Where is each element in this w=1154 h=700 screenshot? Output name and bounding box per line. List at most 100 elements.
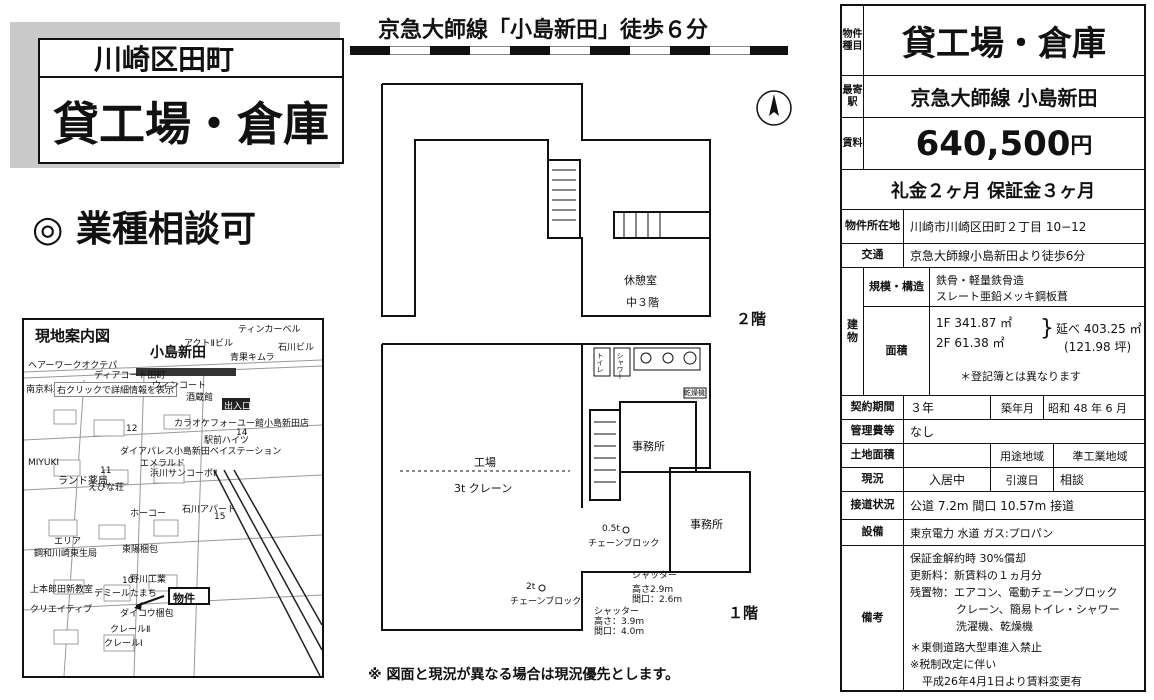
shutter-2-width: 間口：4.0m [594,627,645,637]
label-cell: 契約期間 [842,396,904,419]
map-label: デミールたまち [94,589,157,599]
map-tooltip[interactable]: 右クリックで詳細情報を表示 [54,382,178,397]
row-address: 物件所在地 川崎市川崎区田町２丁目 10−12 [842,210,1144,244]
mezzanine-label: 中３階 [626,296,659,309]
shutter-2-height: 高さ：3.9m [594,617,645,627]
chain-block-capacity: 2t [526,582,536,592]
map-label: 石川ビル [278,343,315,353]
chain-block-capacity: 0.5t [602,524,620,534]
railway-bar [350,46,788,55]
map-label: ヘアーワークオクテパ [28,361,118,371]
structure-value-2: スレート亜鉛メッキ鋼板葺 [936,290,1068,303]
map-label: 青果キムラ [230,353,275,363]
handover-label: 引渡日 [990,468,1054,491]
rent-amount: 640,500 [915,123,1071,164]
station-value: 京急大師線 小島新田 [910,86,1098,110]
label-cell: 物件所在地 [842,210,904,243]
rent-value-cell: 640,500 円 [864,118,1144,169]
contract-value: ３年 [910,401,935,415]
map-block-number: 15 [214,512,226,522]
management-value: なし [910,425,935,439]
floor-plan-drawing [381,83,751,631]
north-compass-icon [756,90,792,126]
structure-value-1: 鉄骨・軽量鉄骨造 [936,274,1024,287]
status-value: 入居中 [928,473,965,487]
label-cell: 物件種目 [842,6,864,75]
map-label: エリア [54,537,82,547]
map-label: 東陽梱包 [122,545,159,555]
map-label: カラオケフォーユー館小島新田店 [174,419,310,429]
remark-line: ＊東側道路大型車進入禁止 [910,641,1042,654]
label-cell: 現況 [842,468,904,491]
zone-label: 用途地域 [990,444,1054,467]
built-label: 築年月 [992,396,1044,419]
location-map[interactable]: 現地案内図 小島新田 ヘアーワークオクテパ ディアコート田町 南京料理 右クリッ… [22,318,324,678]
map-station-label: 小島新田 [150,345,206,361]
label-cell: 設備 [842,520,904,545]
map-label: 酒蔵館 [186,393,214,403]
factory-label: 工場 [474,456,496,469]
area-note: ＊登記簿とは異なります [960,370,1081,383]
map-roads [24,359,322,676]
map-label: 駅前ハイツ [204,436,249,446]
map-label: ランド薬局 [58,476,108,487]
map-label: ダイコウ梱包 [120,609,174,619]
map-label: エメラルド [140,459,186,469]
label-cell: 面積 [864,306,930,396]
row-status: 現況 入居中 引渡日 相談 [842,468,1144,492]
road-value: 公道 7.2m 間口 10.57m 接道 [910,499,1075,513]
map-label: クリエイティブ [30,605,93,615]
area-name: 川崎区田町 [40,40,342,78]
access-value: 京急大師線小島新田より徒歩6分 [910,249,1086,263]
chain-block-label: チェーンブロック [588,539,660,549]
structure-subrow: 規模・構造 鉄骨・軽量鉄骨造 スレート亜鉛メッキ鋼板葺 [864,268,1144,307]
area-2f: 2F 61.38 ㎡ [936,336,1005,350]
map-label: 野川工業 [130,575,167,585]
dryer-label: 乾燥機 [684,389,705,397]
zone-value: 準工業地域 [1072,449,1128,463]
row-equipment: 設備 東京電力 水道 ガス:プロパン [842,520,1144,546]
label-cell: 交通 [842,244,904,267]
map-block-number: 12 [126,424,138,434]
map-title: 現地案内図 [32,324,114,347]
label-cell: 管理費等 [842,420,904,443]
area-tsubo: (121.98 坪) [1064,340,1132,354]
remark-line: 更新料：新賃料の１ヵ月分 [910,569,1042,582]
map-property-marker[interactable]: 物件 [173,592,195,605]
brace-icon: } [1040,316,1054,341]
deposit-value: 礼金２ヶ月 保証金３ヶ月 [890,180,1096,202]
shutter-1-title: シャッター [632,571,678,581]
built-value: 昭和 48 年 6 月 [1048,401,1127,415]
shower-label: シャワー [616,352,624,380]
chain-block-label: チェーンブロック [510,597,582,607]
map-label: 鋼和川崎東生局 [34,549,98,559]
shutter-1-width: 間口：2.6m [632,595,683,605]
label-cell: 建物 [842,268,864,395]
floor-plan: 休憩室 中３階 工場 3t クレーン 事務所 事務所 0.5t チェーンブロック… [370,78,770,638]
property-type-value: 貸工場・倉庫 [902,24,1106,64]
shutter-1-height: 高さ2.9m [632,585,674,595]
row-deposit: 礼金２ヶ月 保証金３ヶ月 [842,170,1144,210]
label-cell: 土地面積 [842,444,904,467]
shutter-2-title: シャッター [594,607,640,617]
crane-label: 3t クレーン [454,482,513,495]
row-access: 交通 京急大師線小島新田より徒歩6分 [842,244,1144,268]
office-label: 事務所 [690,518,723,531]
row-management: 管理費等 なし [842,420,1144,444]
map-label: ダイアパレス小島新田ベイステーション [120,447,282,457]
station-heading: 京急大師線「小島新田」徒歩６分 [378,18,709,43]
office-label: 事務所 [632,440,665,453]
map-label: 石川アパート [182,505,236,515]
map-label: クレールⅡ [110,625,151,635]
map-label: ディアコート田町 [94,371,166,381]
rest-room-label: 休憩室 [624,274,657,287]
property-type-heading: 貸工場・倉庫 [53,97,329,151]
plan-disclaimer: ※ 図面と現況が異なる場合は現況優先とします。 [368,667,680,683]
consult-note: ◎ 業種相談可 [32,209,256,250]
remark-line: 保証金解約時 30%償却 [910,552,1026,565]
map-block-number: 10 [122,576,134,586]
toilet-label: トイレ [596,352,604,373]
map-label: ティンカーベル [238,325,301,335]
row-building: 建物 規模・構造 鉄骨・軽量鉄骨造 スレート亜鉛メッキ鋼板葺 面積 1F 341… [842,268,1144,396]
address-value: 川崎市川崎区田町２丁目 10−12 [910,220,1087,234]
